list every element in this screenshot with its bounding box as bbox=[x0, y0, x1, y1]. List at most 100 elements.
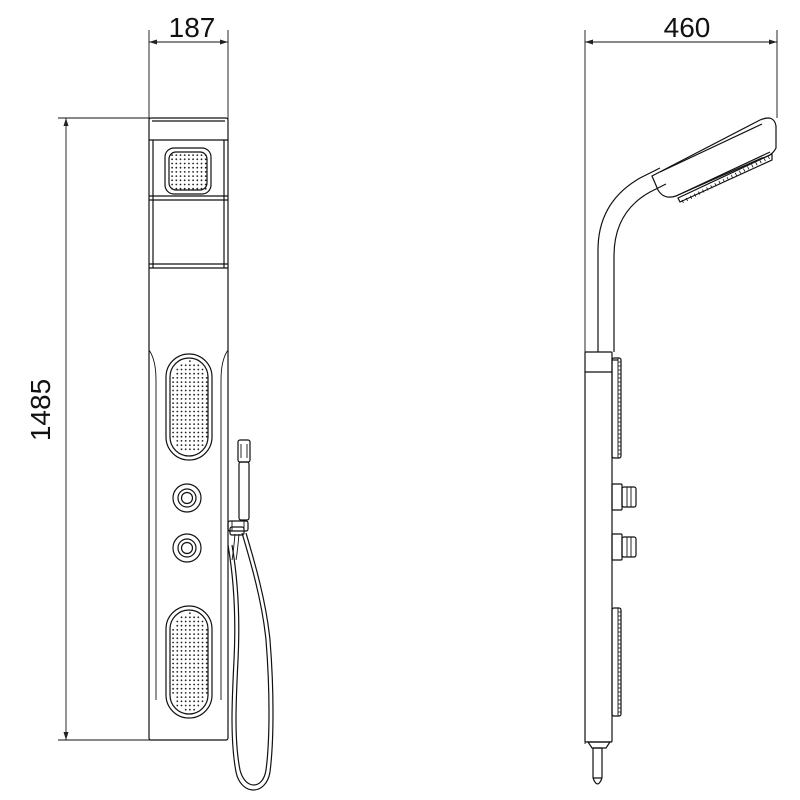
nozzle-dot bbox=[193, 431, 196, 434]
nozzle-dot bbox=[205, 385, 208, 388]
nozzle-dot bbox=[180, 377, 183, 379]
nozzle-dot bbox=[189, 650, 191, 652]
nozzle-dot bbox=[201, 406, 204, 409]
nozzle-dot bbox=[204, 175, 207, 178]
nozzle-dot bbox=[180, 398, 183, 400]
nozzle-dot bbox=[184, 629, 187, 631]
nozzle-dot bbox=[176, 692, 179, 694]
nozzle-dot bbox=[176, 423, 179, 425]
nozzle-dot bbox=[189, 696, 191, 698]
nozzle-dot bbox=[205, 431, 208, 434]
nozzle-dot bbox=[193, 423, 196, 425]
bottom-outlet-side bbox=[592, 747, 603, 785]
nozzle-tick bbox=[693, 193, 697, 197]
nozzle-dot bbox=[197, 692, 200, 694]
nozzle-dot bbox=[172, 435, 175, 438]
nozzle-dot bbox=[201, 629, 204, 631]
nozzle-dot bbox=[193, 414, 196, 417]
nozzle-tick bbox=[718, 180, 721, 185]
nozzle-dot bbox=[180, 410, 183, 413]
nozzle-dot bbox=[176, 633, 179, 635]
nozzle-dot bbox=[189, 364, 191, 367]
nozzle-dot bbox=[180, 658, 183, 661]
nozzle-dot bbox=[176, 385, 179, 388]
nozzle-dot bbox=[205, 414, 208, 417]
nozzle-dot bbox=[171, 187, 174, 190]
nozzle-dot bbox=[200, 183, 203, 186]
nozzle-dot bbox=[189, 700, 191, 703]
nozzle-dot bbox=[196, 158, 199, 161]
nozzle-tick bbox=[689, 195, 693, 199]
nozzle-dot bbox=[176, 650, 179, 652]
nozzle-dot bbox=[188, 166, 190, 169]
nozzle-dot bbox=[197, 410, 200, 413]
nozzle-dot bbox=[204, 154, 207, 157]
nozzle-tick bbox=[763, 157, 766, 162]
nozzle-tick bbox=[722, 178, 725, 183]
nozzle-dot bbox=[183, 162, 186, 165]
nozzle-dot bbox=[172, 410, 175, 413]
nozzle-dot bbox=[180, 385, 183, 388]
nozzle-dot bbox=[189, 637, 191, 640]
nozzle-dot bbox=[176, 444, 179, 446]
nozzle-dot bbox=[172, 645, 175, 648]
nozzle-dot bbox=[197, 364, 200, 367]
nozzle-dot bbox=[172, 633, 175, 635]
nozzle-dot bbox=[179, 154, 182, 157]
nozzle-dot bbox=[172, 692, 175, 694]
nozzle-dot bbox=[180, 414, 183, 417]
nozzle-dot bbox=[180, 654, 183, 656]
nozzle-dot bbox=[184, 406, 187, 409]
nozzle-tick bbox=[738, 170, 742, 174]
shower-arm-side bbox=[597, 167, 667, 352]
nozzle-dot bbox=[197, 385, 200, 388]
nozzle-dot bbox=[197, 633, 200, 635]
nozzle-dot bbox=[197, 704, 200, 707]
nozzle-dot bbox=[201, 440, 204, 442]
nozzle-dot bbox=[205, 683, 208, 686]
nozzle-dot bbox=[192, 162, 195, 165]
nozzle-dot bbox=[189, 385, 191, 388]
nozzle-dot bbox=[184, 662, 187, 665]
nozzle-dot bbox=[193, 650, 196, 652]
nozzle-dot bbox=[197, 645, 200, 648]
nozzle-dot bbox=[179, 175, 182, 178]
nozzle-dot bbox=[201, 427, 204, 430]
nozzle-dot bbox=[184, 620, 187, 623]
side-view bbox=[584, 117, 777, 785]
nozzle-dot bbox=[197, 687, 200, 690]
nozzle-dot bbox=[205, 662, 208, 665]
nozzle-dot bbox=[201, 414, 204, 417]
nozzle-dot bbox=[189, 419, 191, 421]
nozzle-dot bbox=[189, 377, 191, 379]
nozzle-dot bbox=[180, 423, 183, 425]
nozzle-dot bbox=[172, 637, 175, 640]
nozzle-dot bbox=[193, 692, 196, 694]
nozzle-dot bbox=[189, 368, 191, 371]
nozzle-dot bbox=[184, 650, 187, 652]
nozzle-dot bbox=[193, 372, 196, 375]
nozzle-dot bbox=[201, 410, 204, 413]
nozzle-dot bbox=[192, 179, 195, 182]
nozzle-dot bbox=[179, 162, 182, 165]
nozzle-dot bbox=[197, 683, 200, 686]
front-panel-body bbox=[148, 117, 229, 741]
nozzle-dot bbox=[205, 389, 208, 392]
nozzle-dot bbox=[197, 700, 200, 703]
nozzle-dot bbox=[176, 637, 179, 640]
nozzle-dot bbox=[175, 154, 178, 157]
nozzle-dot bbox=[201, 620, 204, 623]
nozzle-dot bbox=[171, 183, 174, 186]
nozzle-dot bbox=[172, 398, 175, 400]
nozzle-dot bbox=[201, 385, 204, 388]
body-jet-lower-side bbox=[611, 607, 622, 717]
nozzle-dot bbox=[172, 381, 175, 383]
nozzle-dot bbox=[193, 616, 196, 619]
nozzle-dot bbox=[180, 440, 183, 442]
nozzle-dot bbox=[183, 183, 186, 186]
nozzle-dot bbox=[184, 423, 187, 425]
nozzle-dot bbox=[201, 419, 204, 421]
nozzle-dot bbox=[193, 368, 196, 371]
nozzle-dot bbox=[172, 666, 175, 669]
nozzle-dot bbox=[184, 666, 187, 669]
